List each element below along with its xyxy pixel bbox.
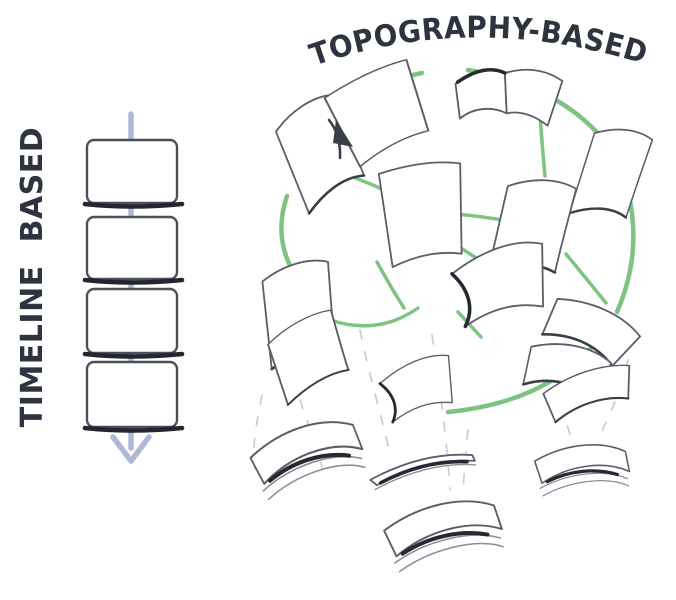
timeline-card bbox=[82, 215, 185, 285]
paper-card bbox=[568, 119, 655, 230]
down-arrow-icon bbox=[110, 434, 152, 464]
paper-stack-flat bbox=[366, 450, 479, 492]
paper-stack bbox=[380, 496, 507, 575]
paper-fold-shadow bbox=[333, 120, 353, 147]
timeline-cards bbox=[82, 138, 185, 433]
paper-stacks bbox=[247, 418, 633, 575]
paper-card-center bbox=[377, 158, 472, 269]
paper-stack bbox=[531, 440, 633, 502]
paper-stack bbox=[247, 418, 367, 502]
network-pages bbox=[253, 56, 655, 425]
topography-title: TOPOGRAPHY-BASED bbox=[305, 10, 651, 73]
timeline-card bbox=[82, 138, 185, 209]
timeline-card bbox=[82, 360, 185, 433]
timeline-card bbox=[82, 287, 185, 359]
timeline-title: TIMELINE BASED bbox=[15, 127, 50, 427]
topography-title-text: TOPOGRAPHY-BASED bbox=[305, 10, 651, 73]
